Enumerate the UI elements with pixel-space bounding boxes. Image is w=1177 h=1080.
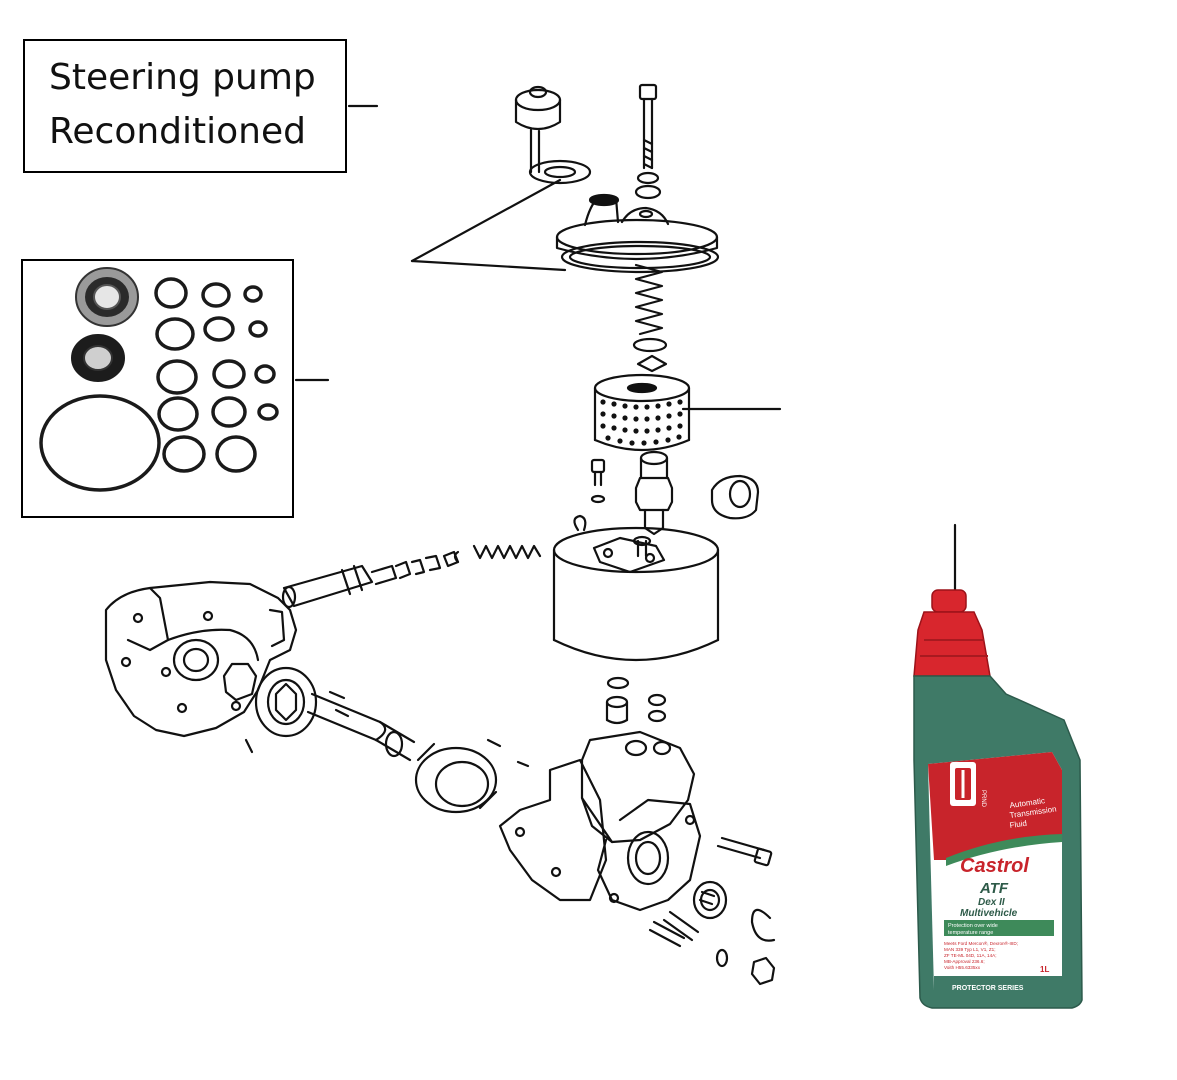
filter-element [593, 373, 691, 452]
bottle-spec-line2: Multivehicle [960, 908, 1018, 919]
leader-line-washer [410, 178, 562, 263]
circlip [750, 908, 776, 942]
seal-kit-box [21, 259, 294, 518]
label-line-2: Reconditioned [49, 111, 306, 152]
bottle-approvals-line2: MAN 339 Typ L1, V1, Z1; [944, 947, 996, 952]
oil-seal [692, 880, 728, 920]
bottle-spec-line1: Dex II [978, 897, 1005, 908]
pump-body [104, 580, 298, 738]
bottle-tagline-line1: Protection over wide [948, 923, 998, 929]
washer [528, 159, 592, 185]
atf-oil-bottle: Automatic Transmission Fluid PRND Castro… [913, 589, 1083, 1009]
nut [750, 956, 776, 986]
bottle-brand: Castrol [960, 855, 1029, 877]
steering-pump-label-box: Steering pump Reconditioned [23, 39, 347, 173]
spool-valve [281, 544, 542, 609]
filler-cap [514, 85, 562, 174]
shaft-seal [71, 334, 125, 382]
label-swoosh [946, 834, 1062, 866]
small-screw [590, 458, 606, 504]
bottle-volume: 1L [1040, 965, 1049, 974]
o-rings [39, 277, 279, 492]
label-line-1: Steering pump [49, 57, 316, 98]
o-ring-small [606, 676, 630, 690]
bottle-approvals-line4: MB-Approval 236.6; [944, 959, 985, 964]
bottle-product: ATF [979, 880, 1009, 897]
cover-bolts [648, 836, 773, 948]
reservoir-body [552, 514, 720, 662]
bottle-series: PROTECTOR SERIES [952, 985, 1024, 992]
spacer [605, 695, 629, 725]
long-bolt [634, 83, 662, 200]
bottle-approvals-line5: Voith H55.6335xx [944, 965, 981, 970]
rotor-assembly [222, 662, 416, 762]
bottle-title-line3: Fluid [1009, 819, 1027, 830]
seal-housing [414, 742, 498, 814]
gear-letters: PRND [980, 790, 986, 808]
pump-end-cover [498, 730, 702, 912]
bottle-tagline-line2: temperature range [948, 930, 993, 936]
spring-washer [632, 337, 668, 353]
leader-line-gasket [410, 259, 567, 272]
bottle-cap-tip [931, 589, 967, 613]
bottle-approvals-line1: Meets Ford Mercon®, Dexron®-IIID; [944, 940, 1018, 946]
sleeve-nut [710, 474, 760, 520]
union-fitting [634, 450, 674, 536]
spring [634, 263, 664, 336]
lid-gasket [560, 240, 720, 274]
bottle-approvals-line3: ZF TE-ML 04D, 11A, 14A; [944, 953, 997, 958]
spring-seat [636, 354, 668, 373]
bottle-cap [913, 611, 991, 677]
seal-kit [39, 267, 279, 492]
bearing [75, 267, 139, 327]
